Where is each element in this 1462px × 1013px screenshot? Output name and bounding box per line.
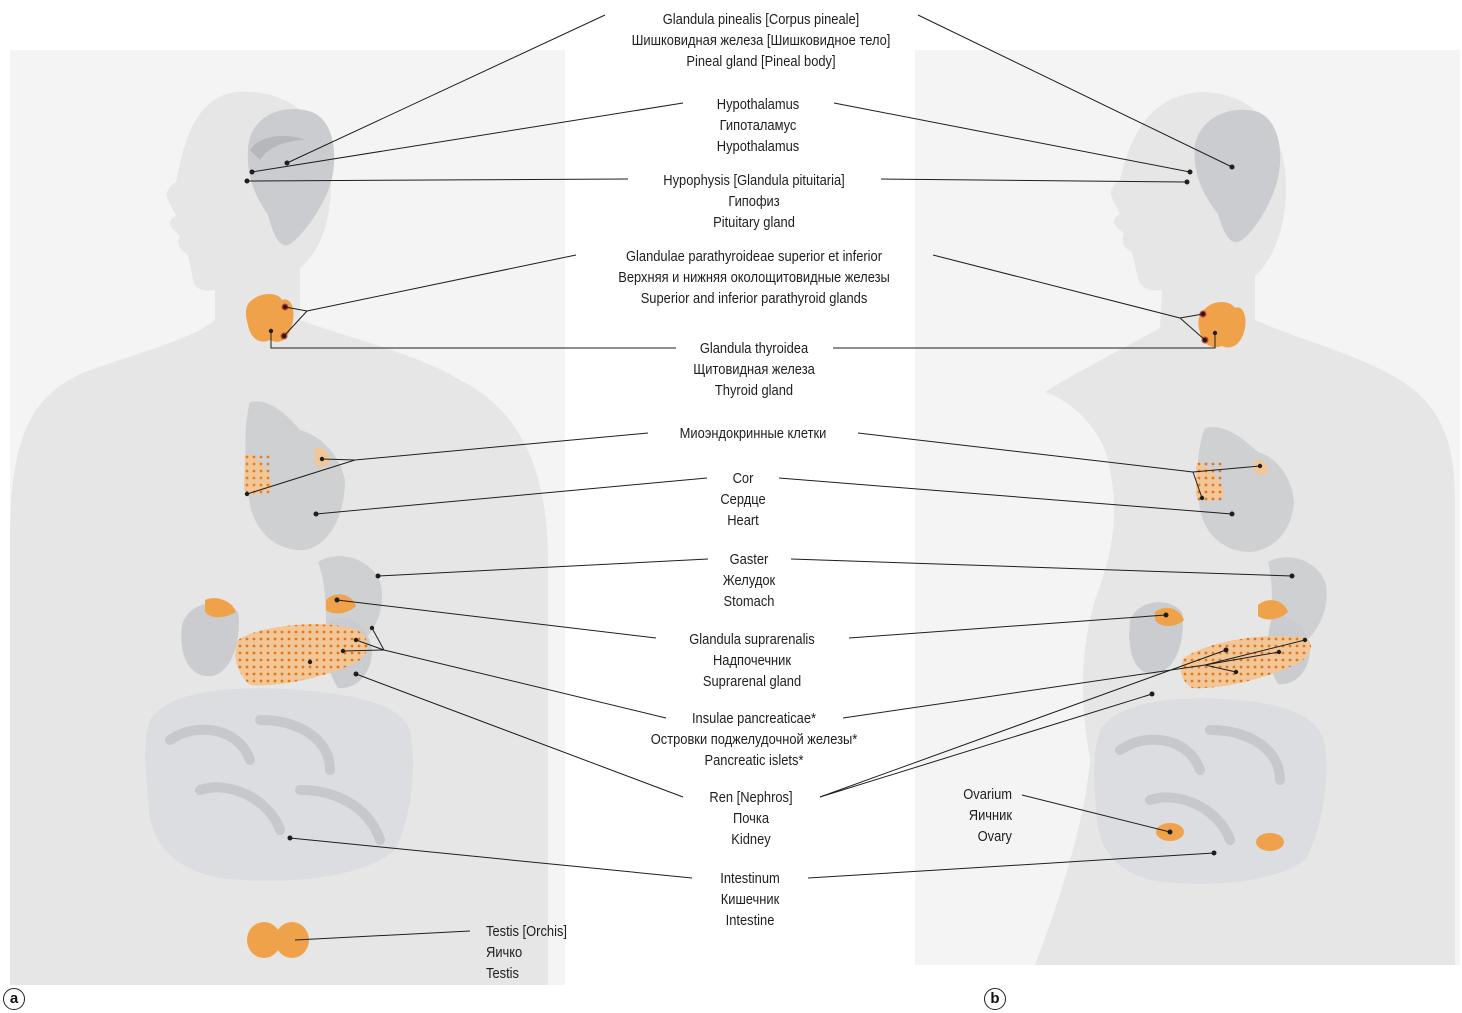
label-pineal-latin: Glandula pinealis [Corpus pineale]: [632, 9, 891, 30]
panel-letter-b: b: [984, 988, 1006, 1010]
label-parathyroid: Glandulae parathyroideae superior et inf…: [618, 246, 890, 309]
label-hypophysis-latin: Hypophysis [Glandula pituitaria]: [663, 170, 844, 191]
label-myoendocrine-cells: Миоэндокринные клетки: [680, 423, 827, 444]
label-myoendocrine-russian: Миоэндокринные клетки: [680, 423, 827, 444]
label-hypophysis-english: Pituitary gland: [663, 212, 844, 233]
label-suprarenal-english: Suprarenal gland: [689, 671, 814, 692]
label-testis-latin: Testis [Orchis]: [486, 921, 567, 942]
label-ovary-latin: Ovarium: [963, 784, 1012, 805]
label-intestine-latin: Intestinum: [720, 868, 780, 889]
label-kidney-russian: Почка: [709, 808, 792, 829]
label-suprarenal-russian: Надпочечник: [689, 650, 814, 671]
label-heart: Cor Сердце Heart: [720, 468, 765, 531]
label-kidney-english: Kidney: [709, 829, 792, 850]
label-pineal-english: Pineal gland [Pineal body]: [632, 51, 891, 72]
panel-letter-a: a: [3, 988, 25, 1010]
label-hypophysis: Hypophysis [Glandula pituitaria] Гипофиз…: [663, 170, 844, 233]
label-islets-russian: Островки поджелудочной железы*: [651, 729, 858, 750]
label-stomach-russian: Желудок: [723, 570, 775, 591]
label-parathyroid-latin: Glandulae parathyroideae superior et inf…: [618, 246, 890, 267]
label-hypothalamus-latin: Hypothalamus: [717, 94, 799, 115]
label-heart-russian: Сердце: [720, 489, 765, 510]
label-thyroid-russian: Щитовидная железа: [693, 359, 815, 380]
label-stomach-latin: Gaster: [723, 549, 775, 570]
label-islets-latin: Insulae pancreaticae*: [651, 708, 858, 729]
label-ovary: Ovarium Яичник Ovary: [963, 784, 1012, 847]
label-hypothalamus: Hypothalamus Гипоталамус Hypothalamus: [717, 94, 799, 157]
label-heart-english: Heart: [720, 510, 765, 531]
label-stomach-english: Stomach: [723, 591, 775, 612]
label-pineal-russian: Шишковидная железа [Шишковидное тело]: [632, 30, 891, 51]
label-ovary-russian: Яичник: [963, 805, 1012, 826]
label-thyroid-english: Thyroid gland: [693, 380, 815, 401]
label-hypothalamus-russian: Гипоталамус: [717, 115, 799, 136]
label-hypophysis-russian: Гипофиз: [663, 191, 844, 212]
label-thyroid-latin: Glandula thyroidea: [693, 338, 815, 359]
label-intestine-english: Intestine: [720, 910, 780, 931]
label-ovary-english: Ovary: [963, 826, 1012, 847]
label-suprarenal: Glandula suprarenalis Надпочечник Suprar…: [689, 629, 814, 692]
label-hypothalamus-english: Hypothalamus: [717, 136, 799, 157]
label-pancreatic-islets: Insulae pancreaticae* Островки поджелудо…: [651, 708, 858, 771]
label-heart-latin: Cor: [720, 468, 765, 489]
label-intestine-russian: Кишечник: [720, 889, 780, 910]
label-thyroid: Glandula thyroidea Щитовидная железа Thy…: [693, 338, 815, 401]
label-intestine: Intestinum Кишечник Intestine: [720, 868, 780, 931]
label-pineal-gland: Glandula pinealis [Corpus pineale] Шишко…: [632, 9, 891, 72]
label-parathyroid-russian: Верхняя и нижняя околощитовидные железы: [618, 267, 890, 288]
label-kidney-latin: Ren [Nephros]: [709, 787, 792, 808]
label-testis: Testis [Orchis] Яичко Testis: [486, 921, 567, 984]
male-thyroid: [246, 294, 294, 342]
label-kidney: Ren [Nephros] Почка Kidney: [709, 787, 792, 850]
label-suprarenal-latin: Glandula suprarenalis: [689, 629, 814, 650]
label-parathyroid-english: Superior and inferior parathyroid glands: [618, 288, 890, 309]
label-stomach: Gaster Желудок Stomach: [723, 549, 775, 612]
label-islets-english: Pancreatic islets*: [651, 750, 858, 771]
label-testis-russian: Яичко: [486, 942, 567, 963]
label-testis-english: Testis: [486, 963, 567, 984]
